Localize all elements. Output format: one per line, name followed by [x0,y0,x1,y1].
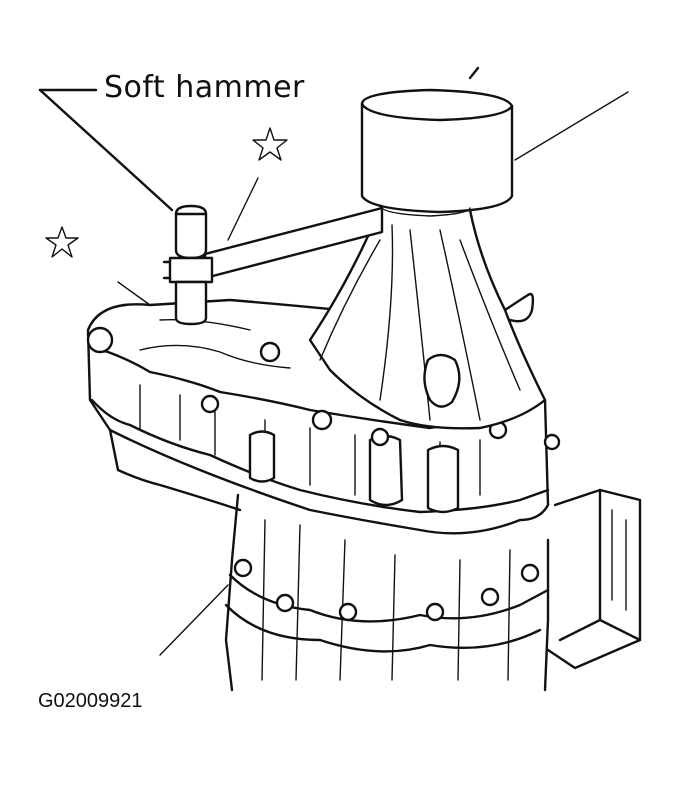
leader-line [117,281,151,306]
extension-housing [308,203,547,430]
installer-tool [360,88,514,217]
soft-hammer-leader-line [38,88,174,212]
leader-line [227,177,259,241]
lower-housing [224,493,550,692]
support-block [546,488,642,670]
leader-line [468,66,480,80]
leader-line [514,91,629,161]
soft-hammer [162,204,214,326]
soft-hammer-label: Soft hammer [104,70,305,105]
star-icon [252,127,288,161]
leader-line [159,584,229,656]
star-icon [45,226,79,258]
figure-id: G02009921 [38,690,143,712]
